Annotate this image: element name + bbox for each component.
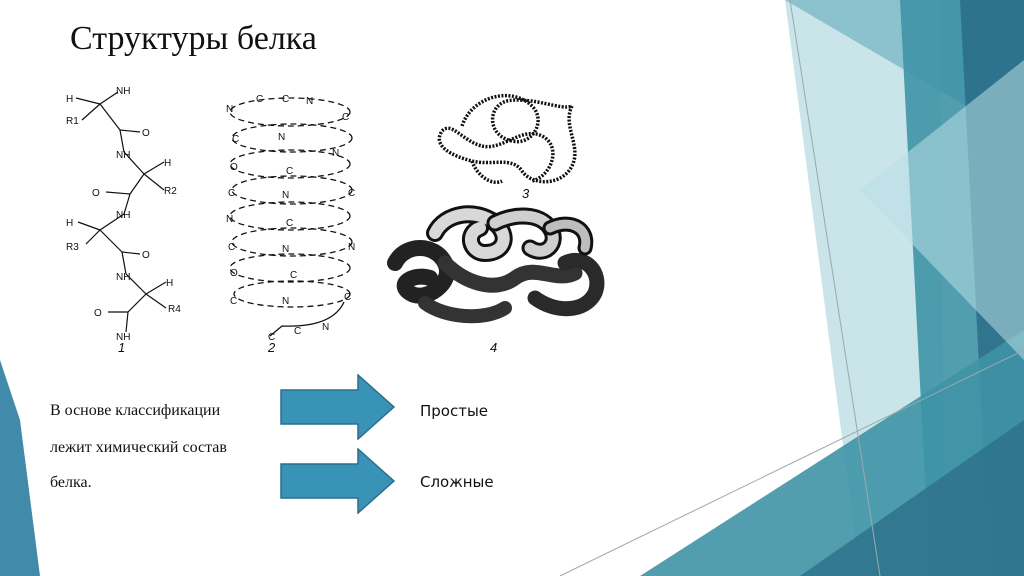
svg-text:R4: R4 [168, 304, 181, 315]
svg-text:C: C [342, 112, 349, 123]
class-complex-label: Сложные [420, 473, 494, 491]
svg-text:C: C [228, 188, 235, 199]
svg-text:C: C [230, 296, 237, 307]
svg-text:NH: NH [116, 210, 130, 221]
figure-label-3: 3 [522, 186, 530, 201]
svg-text:C: C [282, 94, 289, 105]
body-text-line-1: В основе классификации [50, 402, 221, 419]
quaternary-structure-drawing [387, 205, 605, 324]
svg-text:O: O [92, 188, 100, 199]
svg-text:O: O [230, 162, 238, 173]
figure-label-4: 4 [490, 340, 498, 355]
svg-text:C: C [344, 292, 351, 303]
figure-label-2: 2 [268, 340, 276, 355]
svg-text:N: N [322, 322, 329, 333]
svg-text:N: N [282, 296, 289, 307]
svg-text:H: H [66, 94, 73, 105]
svg-text:NH: NH [116, 272, 130, 283]
svg-text:C: C [286, 166, 293, 177]
primary-structure-drawing: NH H R1 O NH H R2 O NH H R3 O NH H R4 O … [66, 86, 181, 343]
svg-text:C: C [348, 188, 355, 199]
svg-text:C: C [290, 270, 297, 281]
svg-text:NH: NH [116, 150, 130, 161]
figure-quaternary-structure [385, 203, 610, 328]
svg-text:N: N [282, 244, 289, 255]
svg-text:N: N [306, 96, 313, 107]
svg-text:N: N [348, 242, 355, 253]
svg-text:C: C [256, 94, 263, 105]
svg-text:R2: R2 [164, 186, 177, 197]
svg-text:N: N [282, 190, 289, 201]
right-arrow-icon [280, 374, 396, 440]
svg-text:R1: R1 [66, 116, 79, 127]
class-simple-label: Простые [420, 402, 489, 420]
svg-text:R3: R3 [66, 242, 79, 253]
svg-text:N: N [278, 132, 285, 143]
svg-text:C: C [228, 242, 235, 253]
tertiary-coil-drawing [437, 93, 577, 184]
svg-text:O: O [230, 268, 238, 279]
svg-text:O: O [142, 250, 150, 261]
svg-text:NH: NH [116, 86, 130, 97]
svg-text:H: H [164, 158, 171, 169]
figure-primary-structure: NH H R1 O NH H R2 O NH H R3 O NH H R4 O … [60, 82, 200, 354]
svg-text:N: N [226, 104, 233, 115]
body-text-line-3: белка. [50, 474, 92, 491]
svg-text:H: H [66, 218, 73, 229]
svg-text:N: N [226, 214, 233, 225]
svg-text:C: C [268, 332, 275, 343]
figure-tertiary-structure [432, 86, 582, 194]
svg-text:O: O [94, 308, 102, 319]
figure-secondary-structure: N C C N C C N N O C C C N N C N C N O C [222, 90, 362, 345]
svg-text:O: O [142, 128, 150, 139]
slide-title: Структуры белка [70, 20, 317, 57]
svg-text:C: C [232, 134, 239, 145]
svg-text:C: C [294, 326, 301, 337]
alpha-helix-drawing: N C C N C C N N O C C C N N C N C N O C [226, 94, 355, 343]
right-arrow-icon [280, 448, 396, 514]
svg-text:N: N [332, 148, 339, 159]
svg-text:C: C [286, 218, 293, 229]
svg-text:H: H [166, 278, 173, 289]
figure-label-1: 1 [118, 340, 126, 355]
svg-text:NH: NH [116, 332, 130, 343]
body-text-line-2: лежит химический состав [50, 439, 227, 456]
